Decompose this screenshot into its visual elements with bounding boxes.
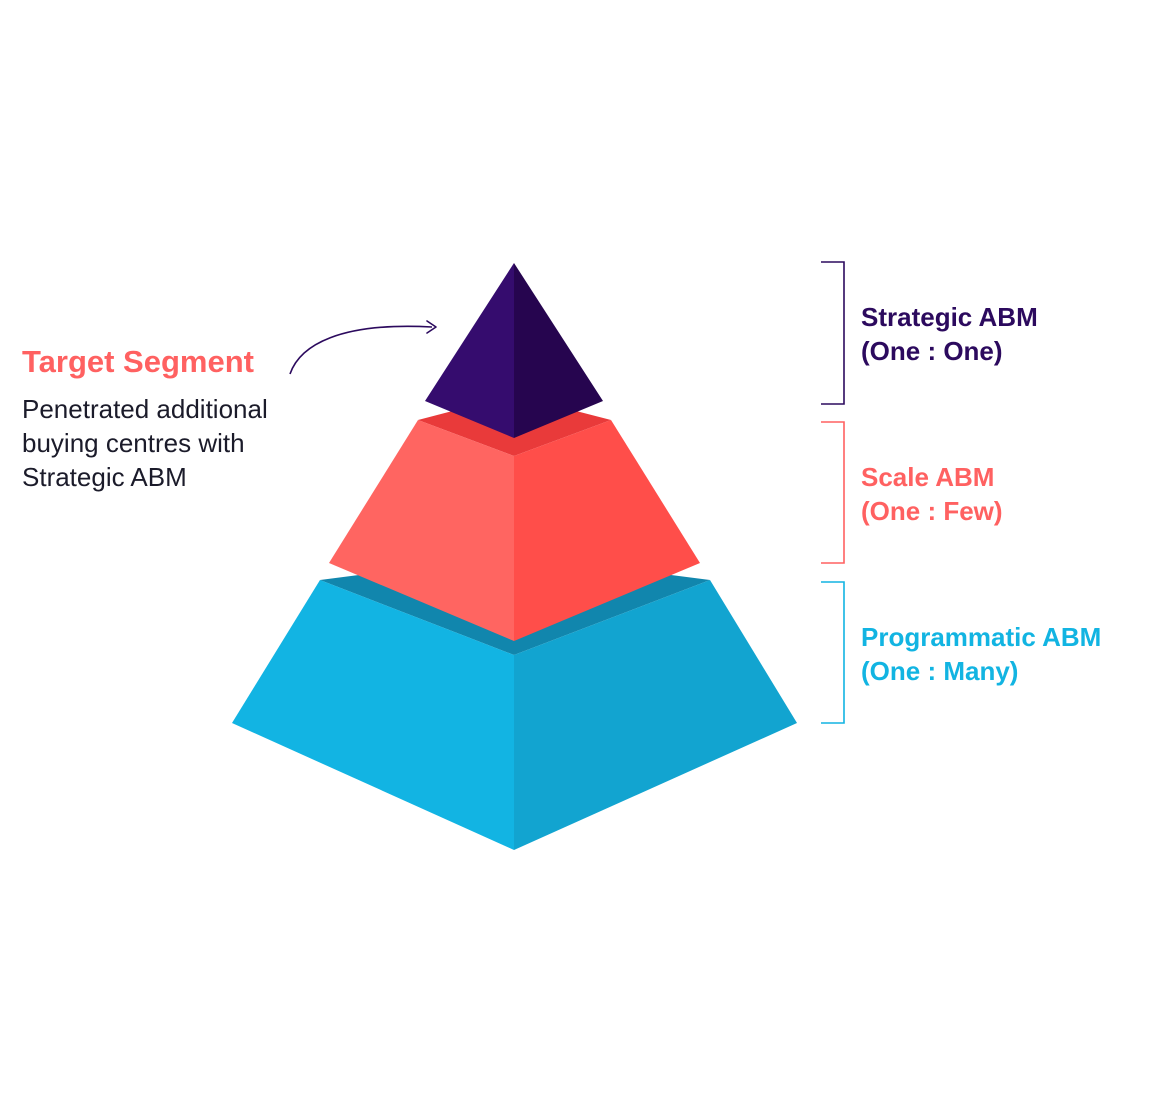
callout-body: Penetrated additional buying centres wit… [22,394,268,492]
bracket-programmatic [821,581,845,724]
tier-ratio: (One : One) [861,336,1003,366]
tier-label-strategic: Strategic ABM (One : One) [861,300,1038,368]
callout-title: Target Segment [22,344,254,379]
bracket-strategic [821,261,845,405]
tier-label-programmatic: Programmatic ABM (One : Many) [861,620,1101,688]
tier-ratio: (One : Many) [861,656,1019,686]
tier-label-scale: Scale ABM (One : Few) [861,460,1003,528]
base-tier-left-face [232,580,514,850]
middle-tier-right-face [514,420,700,641]
top-tier-right-face [514,263,603,438]
tier-name: Strategic ABM [861,302,1038,332]
bracket-scale [821,421,845,564]
top-tier-left-face [425,263,514,438]
callout-arrow [289,325,433,375]
tier-ratio: (One : Few) [861,496,1003,526]
tier-name: Scale ABM [861,462,995,492]
tier-name: Programmatic ABM [861,622,1102,652]
middle-tier-left-face [329,420,514,641]
callout-arrow-head-icon [426,320,437,334]
base-tier-right-face [514,580,797,850]
